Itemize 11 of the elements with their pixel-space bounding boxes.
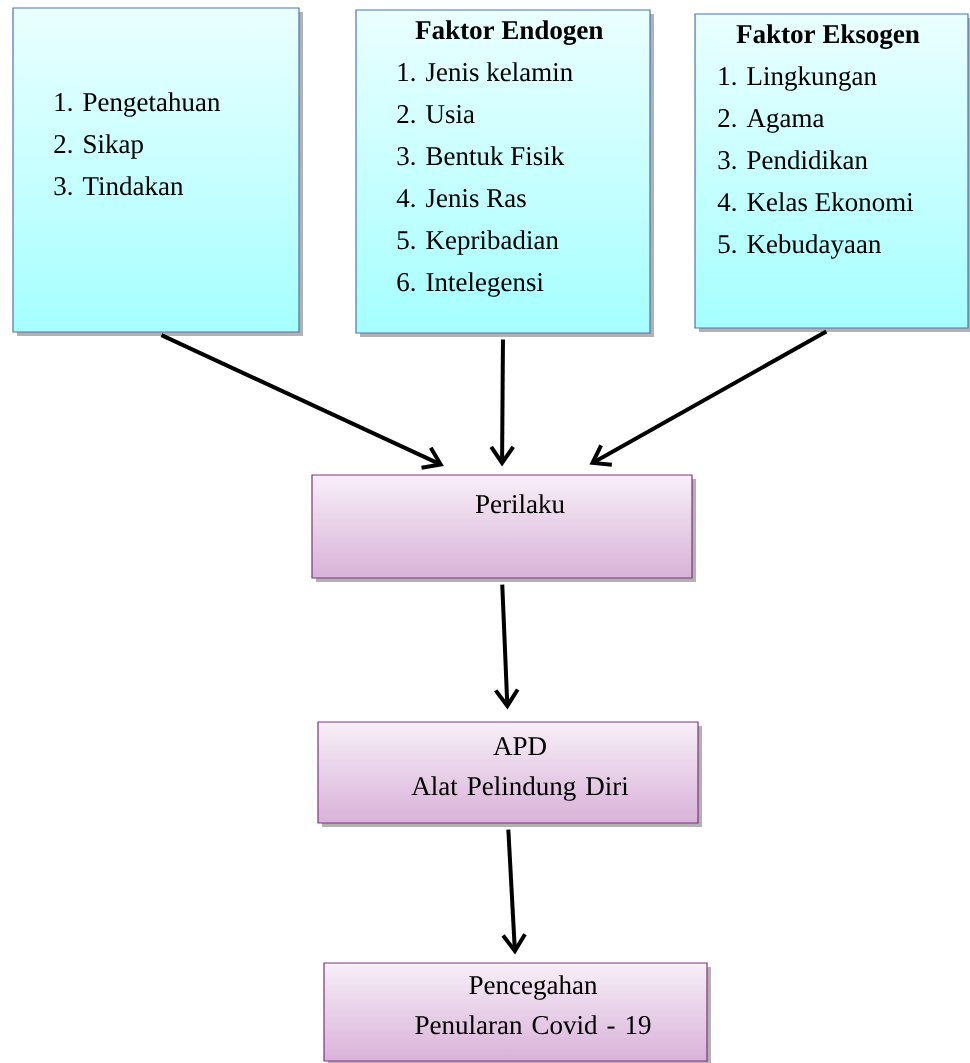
arrow: [494, 584, 520, 710]
arrow: [160, 333, 444, 470]
process-box: Pencegahan Penularan Covid - 19: [323, 962, 711, 1063]
arrow: [501, 829, 527, 955]
list-box: Faktor Eksogen 1. Lingkungan 2. Agama 3. Pendidikan 4. Kelas Ekonomi 5. Kebudayaan: [694, 13, 970, 332]
list-box: Faktor Endogen 1. Jenis kelamin 2. Usia 3. Bentuk Fisik 4. Jenis Ras 5. Kepribadian 6. Intelegensi: [355, 9, 654, 337]
arrow: [489, 339, 515, 467]
process-box: APD Alat Pelindung Diri: [317, 721, 702, 827]
arrow: [589, 329, 828, 467]
process-box: Perilaku: [311, 474, 696, 582]
list-box: 1. Pengetahuan 2. Sikap 3. Tindakan: [12, 7, 303, 336]
